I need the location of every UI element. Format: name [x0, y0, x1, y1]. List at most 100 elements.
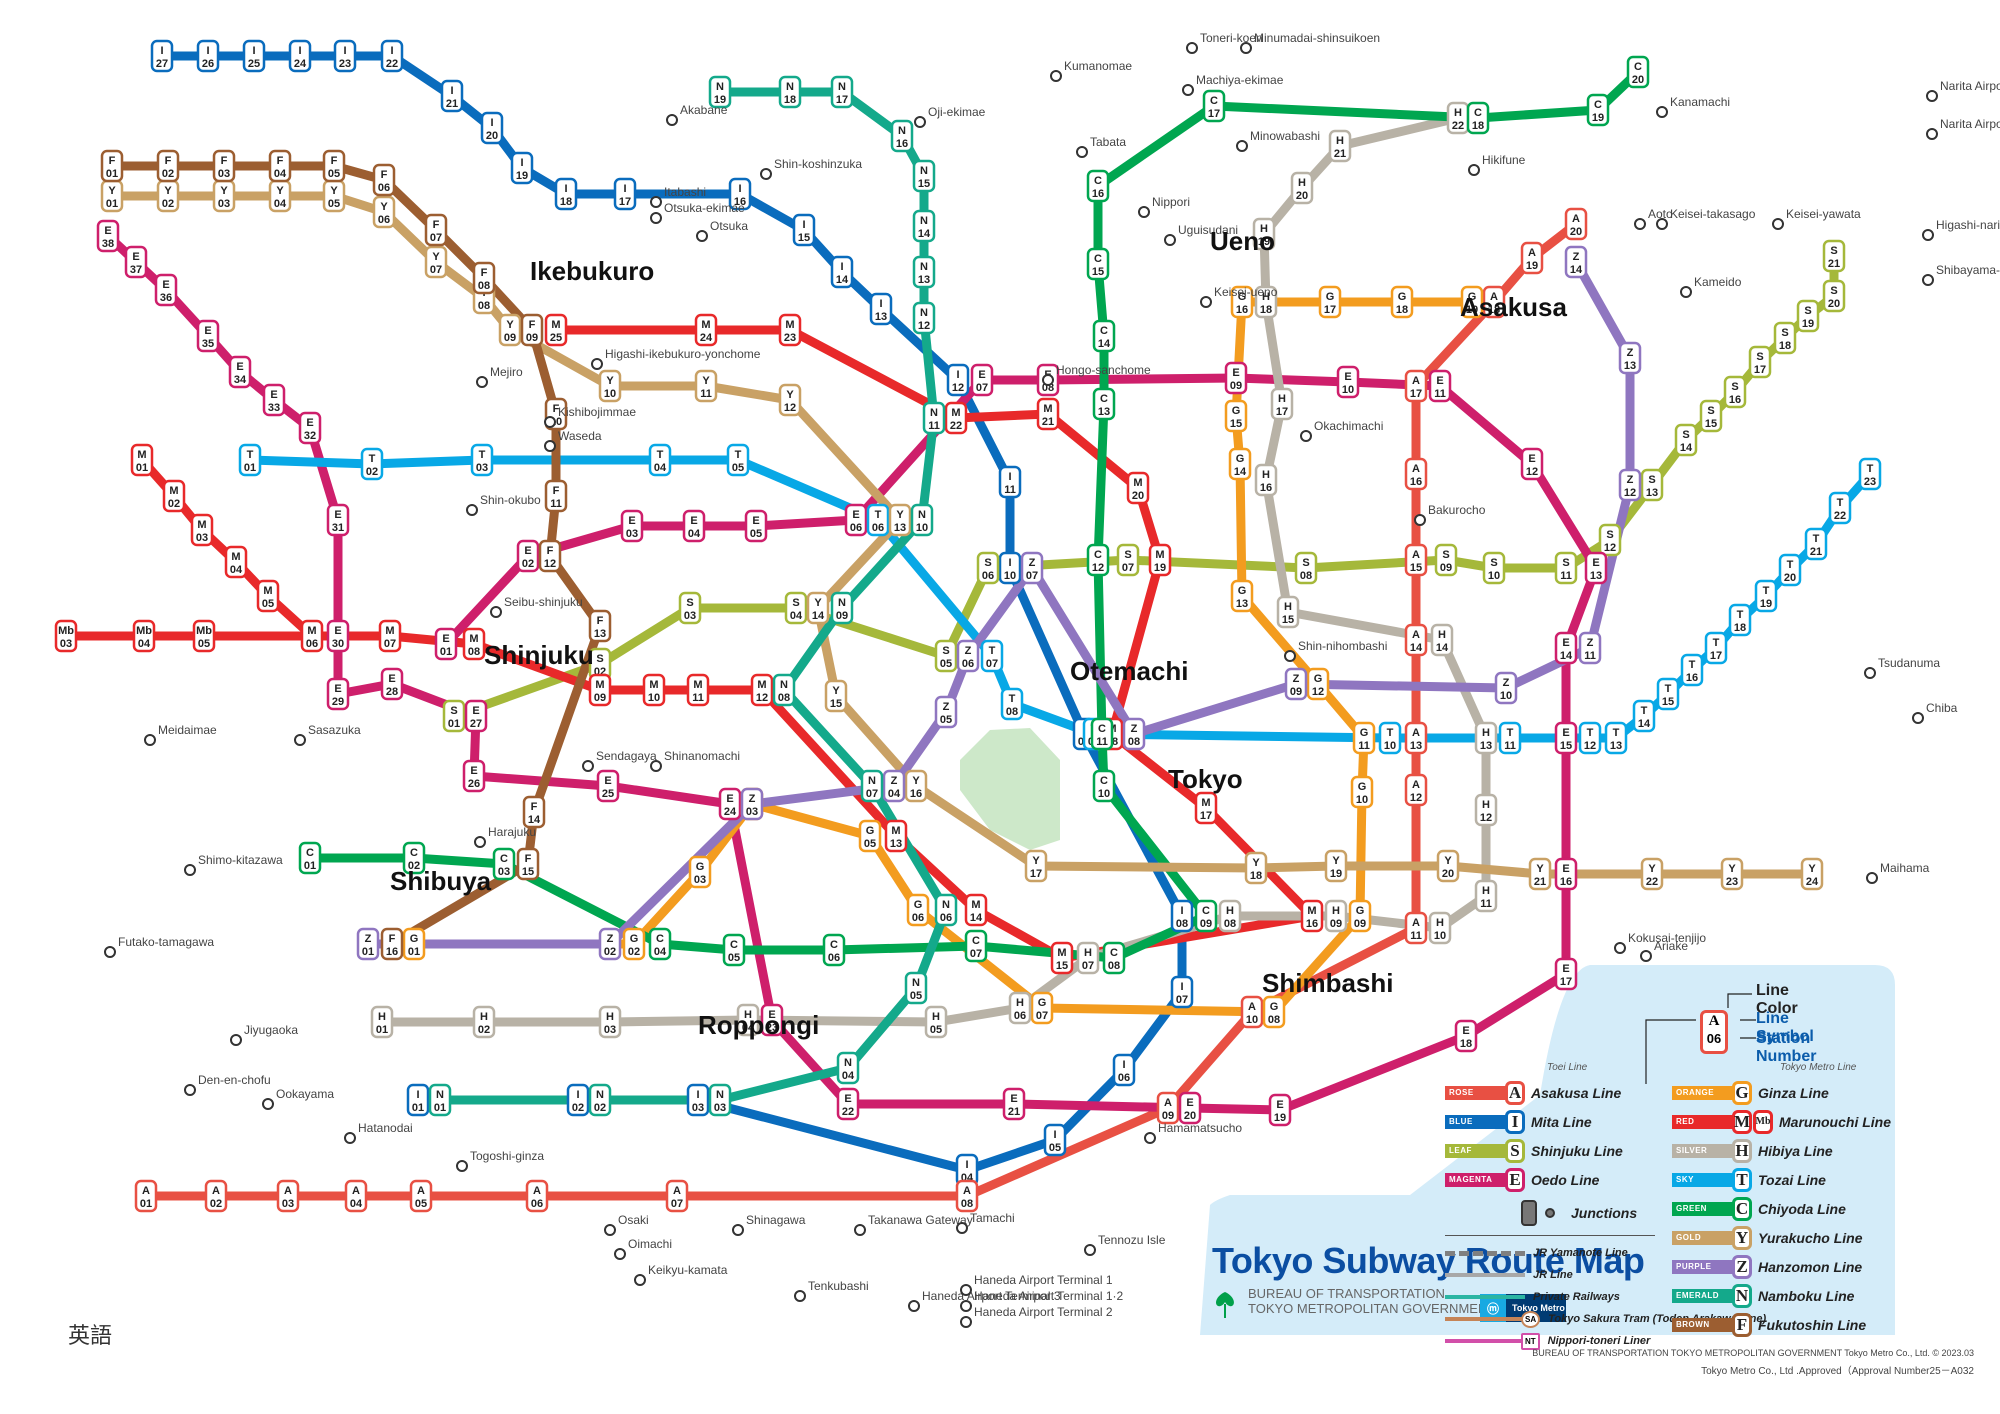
- station-badge[interactable]: E14Kiyosumi-shirakawa E14: [1554, 631, 1578, 665]
- station-badge[interactable]: F02Chikatetsu-narimasu F02: [156, 149, 180, 183]
- station-badge[interactable]: M04Higashi-koenji M04: [224, 545, 248, 579]
- station-badge[interactable]: G06Tameike-sanno G06: [906, 893, 930, 927]
- station-badge[interactable]: C18Kita-senju C18: [1466, 101, 1490, 135]
- major-station-label[interactable]: Otemachi: [1070, 656, 1189, 686]
- station-badge[interactable]: S03Akebonobashi S03: [678, 591, 702, 625]
- station-badge[interactable]: G19Asakusa G19: [1460, 285, 1484, 319]
- station-badge[interactable]: M11Yotsuya-sanchome M11: [686, 673, 710, 707]
- station-badge[interactable]: M15Kasumigaseki M15: [1050, 941, 1074, 975]
- station-badge[interactable]: S14Nishi-ojima S14: [1674, 423, 1698, 457]
- station-badge[interactable]: A14Ningyocho A14: [1404, 623, 1428, 657]
- station-badge[interactable]: I02Shirokanedai I02: [566, 1083, 590, 1117]
- station-badge[interactable]: A07Sengakuji A07: [665, 1179, 689, 1213]
- station-badge[interactable]: Z10Suitengumae Z10: [1494, 671, 1518, 705]
- station-badge[interactable]: H21Minami-senju H21: [1328, 129, 1352, 163]
- station-badge[interactable]: Y17Sakuradamon Y17: [1024, 849, 1048, 883]
- station-badge[interactable]: E12Ryogoku E12: [1520, 447, 1544, 481]
- station-badge[interactable]: Y15Kojimachi Y15: [824, 679, 848, 713]
- station-badge[interactable]: Y19Ginza-itchome Y19: [1324, 849, 1348, 883]
- station-badge[interactable]: E26Yoyogi E26: [462, 759, 486, 793]
- station-badge[interactable]: M05Shin-nakano M05: [256, 579, 280, 613]
- minor-station[interactable]: Meidaimae: [144, 723, 217, 746]
- minor-station[interactable]: Shin-nihombashi: [1284, 639, 1387, 662]
- station-badge[interactable]: E06Iidabashi E06: [844, 503, 868, 537]
- station-badge[interactable]: C15Sendagi C15: [1086, 247, 1110, 281]
- minor-station[interactable]: Bakurocho: [1414, 503, 1486, 526]
- major-station-label[interactable]: Shimbashi: [1262, 968, 1393, 998]
- station-badge[interactable]: M14Kokkai-gijidomae M14: [964, 893, 988, 927]
- station-badge[interactable]: I08Hibiya I08: [1170, 899, 1194, 933]
- station-badge[interactable]: A17Kuramae A17: [1404, 369, 1428, 403]
- station-badge[interactable]: H09Ginza H09: [1324, 899, 1348, 933]
- station-badge[interactable]: E24Aoyama-itchome E24: [718, 787, 742, 821]
- station-badge[interactable]: E10Shin-okachimachi E10: [1336, 365, 1360, 399]
- minor-station[interactable]: Keisei-takasago: [1656, 207, 1756, 230]
- station-badge[interactable]: Z07Jimbocho Z07: [1020, 551, 1044, 585]
- station-badge[interactable]: E23Roppongi E23: [760, 1003, 784, 1037]
- station-badge[interactable]: F09Ikebukuro F09: [520, 313, 544, 347]
- station-badge[interactable]: N06Tameike-sanno N06: [934, 893, 958, 927]
- minor-station[interactable]: Itabashi: [650, 185, 706, 208]
- station-badge[interactable]: S17Funabori S17: [1748, 345, 1772, 379]
- station-badge[interactable]: E22Azabu-juban E22: [836, 1087, 860, 1121]
- station-badge[interactable]: M08Shinjuku M08: [462, 627, 486, 661]
- station-badge[interactable]: C08Kasumigaseki C08: [1102, 941, 1126, 975]
- station-badge[interactable]: E05Ushigome-kagurazaka E05: [744, 509, 768, 543]
- station-badge[interactable]: E21Akabanebashi E21: [1002, 1087, 1026, 1121]
- station-badge[interactable]: N10Iidabashi N10: [910, 503, 934, 537]
- station-badge[interactable]: Y04Heiwadai Y04: [268, 179, 292, 213]
- station-badge[interactable]: N02Shirokanedai N02: [588, 1083, 612, 1117]
- station-badge[interactable]: A13Nihombashi A13: [1404, 721, 1428, 755]
- station-badge[interactable]: S06Jimbocho S06: [976, 551, 1000, 585]
- station-badge[interactable]: G14Suehirocho G14: [1228, 447, 1252, 481]
- station-badge[interactable]: M19Awajicho M19: [1148, 543, 1172, 577]
- minor-station[interactable]: Tsudanuma: [1864, 656, 1940, 679]
- station-badge[interactable]: Y23Tatsumi Y23: [1720, 857, 1744, 891]
- station-badge[interactable]: E35Nerima E35: [196, 319, 220, 353]
- station-badge[interactable]: E30Nakano-sakaue E30: [326, 619, 350, 653]
- minor-station[interactable]: Otsuka-ekimae: [650, 201, 745, 224]
- minor-station[interactable]: Shin-koshinzuka: [760, 157, 862, 180]
- station-badge[interactable]: T08Takebashi T08: [1000, 687, 1024, 721]
- minor-station[interactable]: Waseda: [544, 429, 602, 452]
- station-badge[interactable]: T20Gyotoku T20: [1778, 553, 1802, 587]
- minor-station[interactable]: Takanawa Gateway: [854, 1213, 973, 1236]
- station-badge[interactable]: A19Honjo-azumabashi A19: [1520, 241, 1544, 275]
- station-badge[interactable]: G10Kyobashi G10: [1350, 775, 1374, 809]
- station-badge[interactable]: M09Shinjuku-sanchome M09: [588, 673, 612, 707]
- station-badge[interactable]: C11Otemachi C11: [1090, 717, 1114, 751]
- station-badge[interactable]: S19Mizue S19: [1796, 299, 1820, 333]
- station-badge[interactable]: N08Yotsuya N08: [772, 673, 796, 707]
- station-badge[interactable]: E34Shin-egota E34: [228, 355, 252, 389]
- station-badge[interactable]: I17Shin-itabashi I17: [613, 177, 637, 211]
- station-badge[interactable]: M16Ginza M16: [1300, 899, 1324, 933]
- station-badge[interactable]: A09Daimon A09: [1156, 1091, 1180, 1125]
- major-station-label[interactable]: Shinjuku: [484, 640, 594, 670]
- minor-station[interactable]: Shin-okubo: [466, 493, 541, 516]
- station-badge[interactable]: M13Akasaka-mitsuke M13: [884, 819, 908, 853]
- station-badge[interactable]: G13Kanda G13: [1230, 579, 1254, 613]
- station-badge[interactable]: I13Hakusan I13: [869, 292, 893, 326]
- minor-station[interactable]: Okachimachi: [1300, 419, 1383, 442]
- station-badge[interactable]: M22Korakuen M22: [944, 401, 968, 435]
- station-badge[interactable]: T23Nishi-funabashi T23: [1858, 457, 1882, 491]
- station-badge[interactable]: E38Hikarigaoka E38: [96, 219, 120, 253]
- station-badge[interactable]: T22Baraki-nakayama T22: [1828, 491, 1852, 525]
- minor-station[interactable]: Haneda Airport Terminal 1·2: [960, 1289, 1124, 1312]
- station-badge[interactable]: Y06Kotake-mukaihara Y06: [372, 195, 396, 229]
- minor-station[interactable]: Shinagawa: [732, 1213, 806, 1236]
- major-station-label[interactable]: Asakusa: [1460, 292, 1567, 322]
- station-badge[interactable]: T02Ochiai T02: [360, 447, 384, 481]
- minor-station[interactable]: Kokusai-tenjijo: [1614, 931, 1706, 954]
- station-badge[interactable]: I11Suidobashi I11: [998, 465, 1022, 499]
- station-badge[interactable]: H16Akihabara H16: [1254, 463, 1278, 497]
- minor-station[interactable]: Shibayama-chiyoda: [1922, 263, 2000, 286]
- station-badge[interactable]: H06Toranomon Hills H06: [1008, 991, 1032, 1025]
- station-badge[interactable]: E18Tsukijishijo E18: [1454, 1019, 1478, 1053]
- minor-station[interactable]: Oji-ekimae: [914, 105, 986, 128]
- station-badge[interactable]: Y21Tsukishima Y21: [1528, 857, 1552, 891]
- station-badge[interactable]: C02Yoyogi-koen C02: [402, 841, 426, 875]
- minor-station[interactable]: Otsuka: [696, 219, 748, 242]
- station-badge[interactable]: N16Oji N16: [890, 119, 914, 153]
- station-badge[interactable]: I16Nishi-sugamo I16: [728, 177, 752, 211]
